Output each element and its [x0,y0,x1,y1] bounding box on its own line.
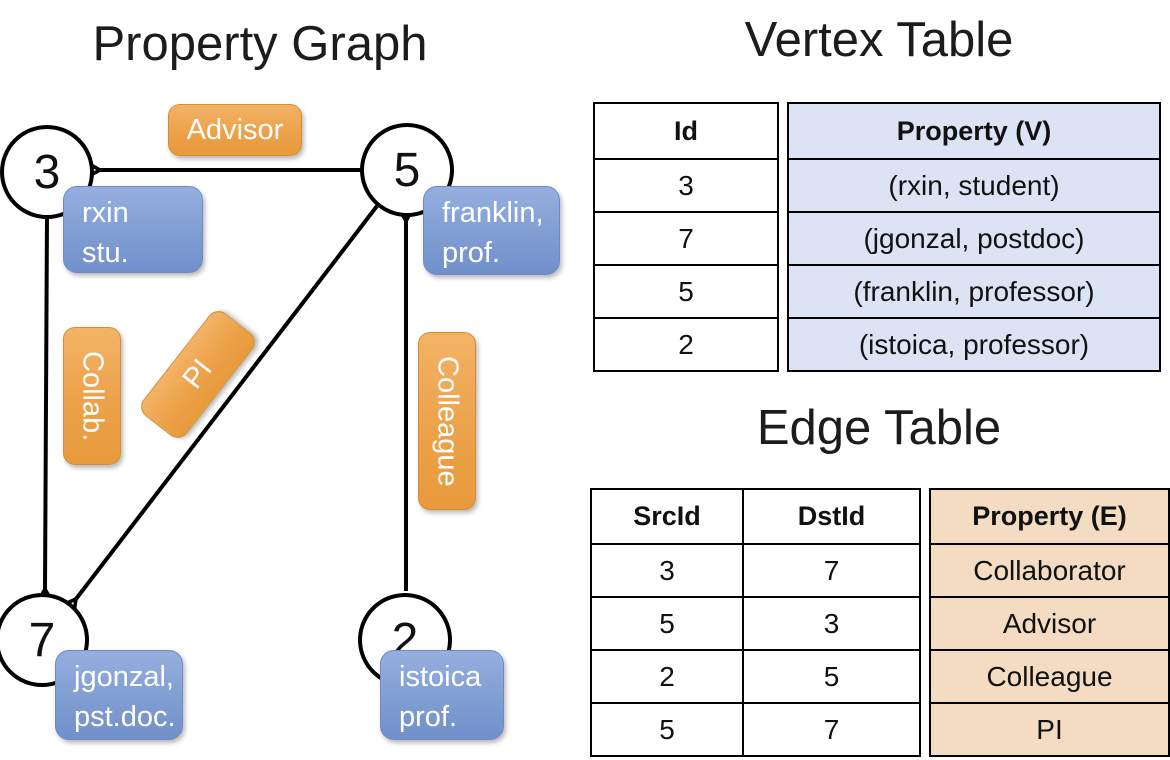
edge-table-property-column: Property (E) Collaborator Advisor Collea… [929,488,1170,757]
vertex-property-box-3: rxin stu. [63,186,203,273]
edge-label-advisor-text: Advisor [186,113,284,146]
edge-label-pi-text: PI [176,353,219,395]
table-cell: (jgonzal, postdoc) [789,211,1159,264]
edge-table-id-columns: SrcId 3 5 2 5 DstId 7 3 5 7 [590,488,921,757]
edge-table-dstid-column: DstId 7 3 5 7 [742,490,919,755]
table-cell: Advisor [931,596,1168,649]
edge-label-collab: Collab. [63,327,121,465]
table-cell: (istoica, professor) [789,317,1159,370]
vertex-table: Id 3 7 5 2 Property (V) (rxin, student) … [593,102,1161,372]
table-cell: 3 [744,596,919,649]
edge-table-srcid-column: SrcId 3 5 2 5 [592,490,742,755]
vertex-table-property-column: Property (V) (rxin, student) (jgonzal, p… [787,102,1161,372]
property-graph-title: Property Graph [92,17,428,71]
vertex-table-id-column: Id 3 7 5 2 [593,102,779,372]
edge-label-advisor: Advisor [168,104,302,156]
edge-label-colleague-text: Colleague [431,355,464,487]
table-cell: 3 [595,158,777,211]
edge-table: SrcId 3 5 2 5 DstId 7 3 5 7 Property (E)… [590,488,1170,757]
table-column-gap [921,488,929,757]
edge-collab-arrow [33,215,57,608]
table-cell: (rxin, student) [789,158,1159,211]
edge-label-colleague: Colleague [418,332,476,510]
table-cell: PI [931,702,1168,755]
table-cell: Collaborator [931,543,1168,596]
column-header-id: Id [595,104,777,158]
column-header-property-e: Property (E) [931,490,1168,543]
column-header-srcid: SrcId [592,490,742,543]
vertex-node-3-id: 3 [33,145,61,199]
table-cell: 5 [744,649,919,702]
edge-table-title: Edge Table [756,401,1002,455]
vertex-property-box-7: jgonzal, pst.doc. [55,650,183,740]
table-cell: 7 [595,211,777,264]
table-cell: 5 [592,702,742,755]
table-cell: 5 [595,264,777,317]
vertex-node-5-id: 5 [393,143,421,197]
table-cell: 7 [744,702,919,755]
graph-edges-layer [33,158,418,621]
edge-pi-arrow [56,204,379,621]
table-cell: 7 [744,543,919,596]
column-header-property-v: Property (V) [789,104,1159,158]
column-header-dstid: DstId [744,490,919,543]
vertex-property-box-5: franklin, prof. [423,186,560,275]
table-cell: 2 [592,649,742,702]
edge-label-collab-text: Collab. [76,350,109,442]
vertex-table-title: Vertex Table [744,13,1014,67]
table-cell: Colleague [931,649,1168,702]
table-cell: 3 [592,543,742,596]
vertex-property-box-2: istoica prof. [380,650,504,740]
vertex-node-7-id: 7 [28,613,56,667]
table-cell: 2 [595,317,777,370]
table-cell: (franklin, professor) [789,264,1159,317]
table-cell: 5 [592,596,742,649]
table-column-gap [779,102,787,372]
